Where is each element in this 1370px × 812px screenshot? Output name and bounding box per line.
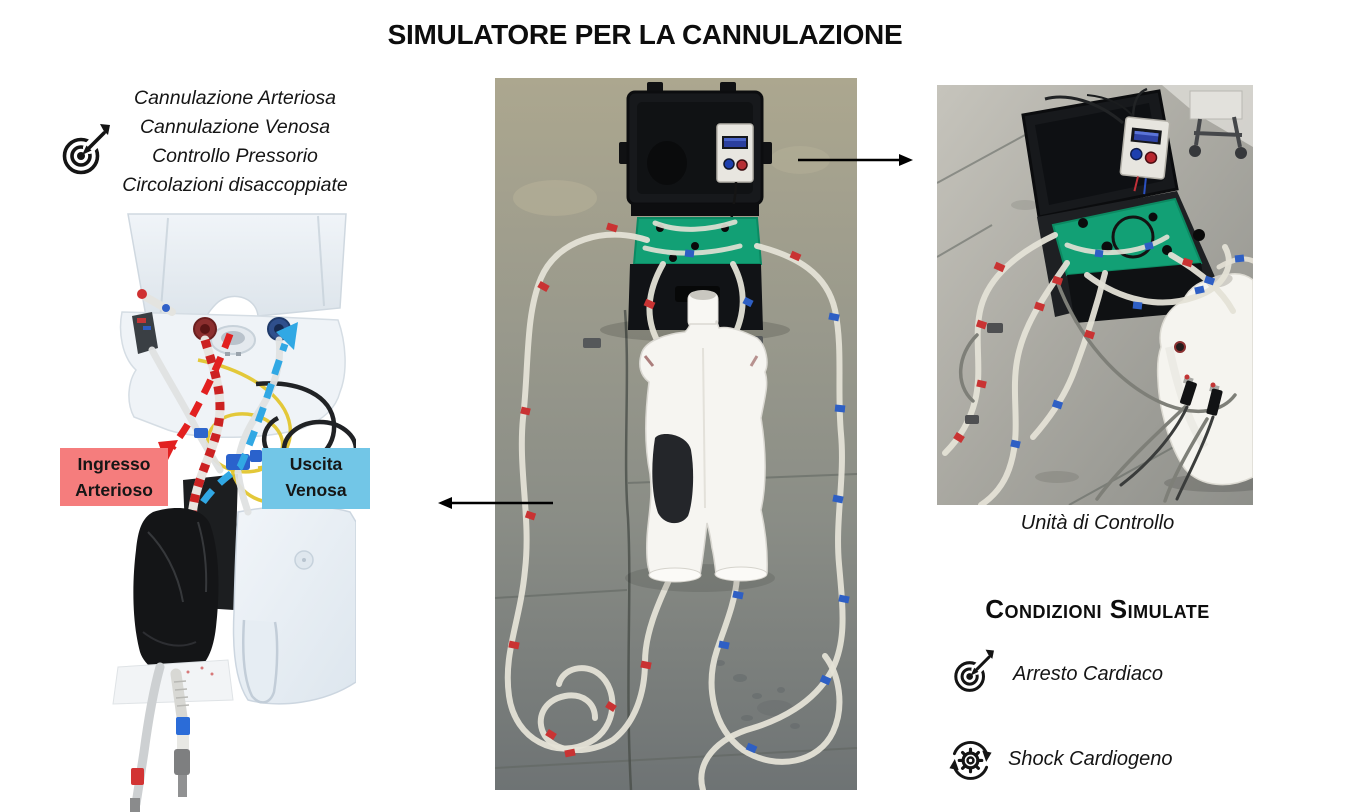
conditions-heading: Condizioni Simulate — [985, 594, 1210, 624]
label-arterial-inlet: Ingresso Arterioso — [60, 448, 168, 506]
condition-arresto-cardiaco: Arresto Cardiaco — [1013, 663, 1164, 685]
arrow-right — [798, 154, 913, 166]
arrow-left — [438, 497, 553, 509]
photo-full-system — [495, 78, 857, 790]
feature-item: Circolazioni disaccoppiate — [122, 174, 348, 196]
photo-control-unit — [937, 85, 1253, 505]
label-venous-outlet: Uscita Venosa — [262, 448, 370, 509]
feature-item: Controllo Pressorio — [152, 145, 318, 167]
caption-control-unit: Unità di Controllo — [1020, 512, 1175, 534]
feature-item: Cannulazione Venosa — [139, 116, 331, 138]
gear-cycle-icon — [947, 740, 994, 781]
target-dart-icon — [952, 648, 994, 695]
page-title: SIMULATORE PER LA CANNULAZIONE — [387, 19, 903, 50]
cart — [1189, 90, 1247, 159]
photo-cannulation-torso — [112, 213, 356, 812]
feature-item: Cannulazione Arteriosa — [134, 87, 336, 109]
condition-shock-cardiogeno: Shock Cardiogeno — [1008, 748, 1173, 770]
feature-list: Cannulazione Arteriosa Cannulazione Veno… — [70, 84, 400, 200]
